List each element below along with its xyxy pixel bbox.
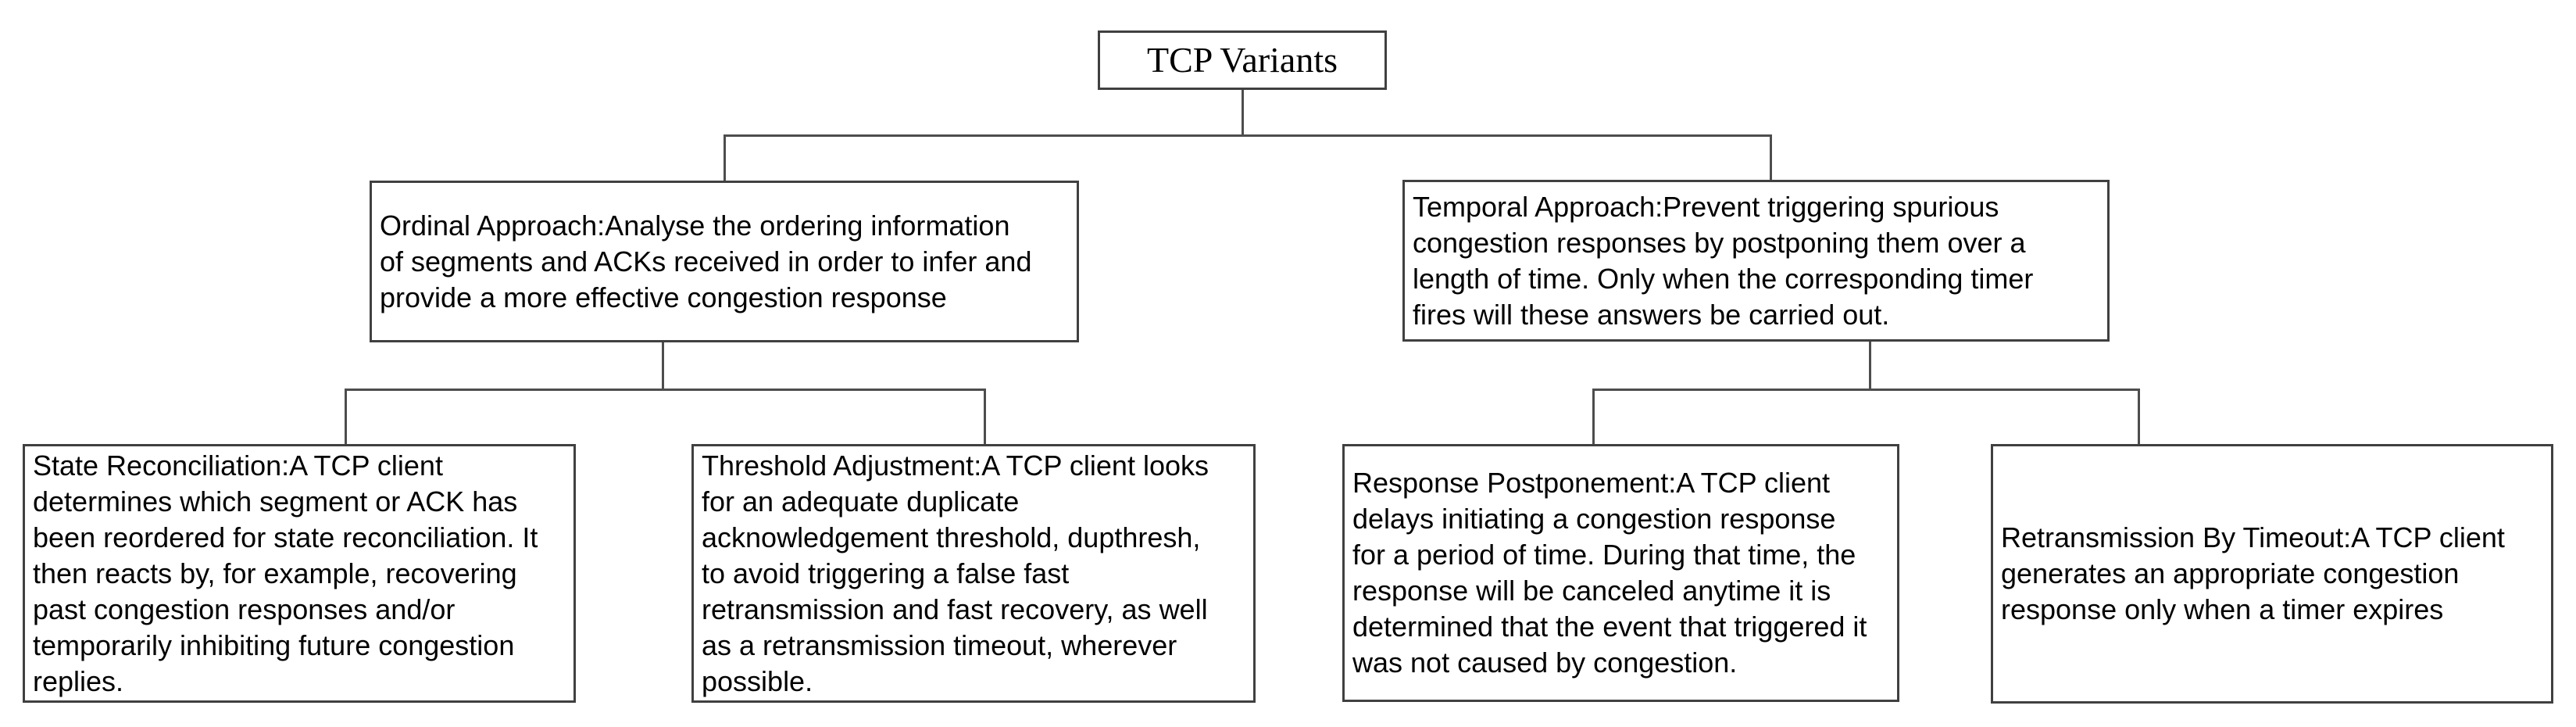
connector-drop-temporal xyxy=(1770,134,1772,181)
connector-root-children-bar xyxy=(723,134,1771,137)
node-tcp-variants: TCP Variants xyxy=(1098,30,1387,90)
node-state-reconciliation: State Reconciliation:A TCP client determ… xyxy=(23,444,576,703)
connector-drop-retransmission-by-timeout xyxy=(2138,389,2140,446)
connector-drop-state-reconciliation xyxy=(345,389,347,446)
connector-temporal-children-bar xyxy=(1592,389,2140,391)
node-ordinal-approach: Ordinal Approach:Analyse the ordering in… xyxy=(370,181,1079,342)
node-threshold-adjustment: Threshold Adjustment:A TCP client looks … xyxy=(691,444,1256,703)
connector-ordinal-children-bar xyxy=(345,389,986,391)
connector-ordinal-stem xyxy=(662,342,664,391)
connector-root-stem xyxy=(1242,90,1244,137)
node-temporal-approach: Temporal Approach:Prevent triggering spu… xyxy=(1402,180,2110,342)
node-retransmission-by-timeout: Retransmission By Timeout:A TCP client g… xyxy=(1991,444,2553,704)
connector-drop-ordinal xyxy=(723,134,726,182)
node-response-postponement: Response Postponement:A TCP client delay… xyxy=(1342,444,1899,702)
connector-drop-response-postponement xyxy=(1592,389,1595,446)
connector-drop-threshold-adjustment xyxy=(984,389,986,446)
connector-temporal-stem xyxy=(1869,342,1871,391)
